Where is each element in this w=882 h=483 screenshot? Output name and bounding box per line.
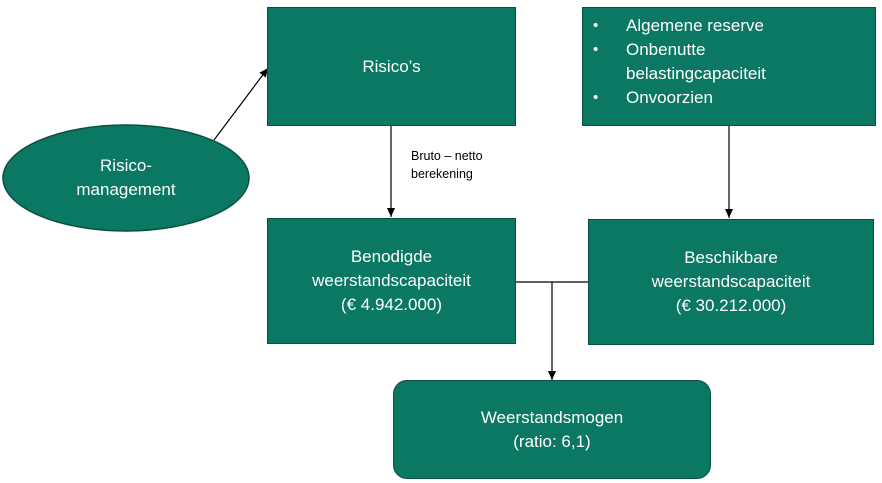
risicomanagement-line2: management [76,180,176,199]
reserves-item-text-cont: belastingcapaciteit [626,64,766,83]
reserves-list: • Algemene reserve • Onbenutte belasting… [583,14,875,110]
risicomanagement-ellipse [2,124,250,232]
benodigd-box: Benodigde weerstandscapaciteit (€ 4.942.… [267,218,516,344]
benodigd-amount: (€ 4.942.000) [340,295,443,314]
reserves-item-text: Onbenutte [626,40,706,59]
reserves-item-text: Onvoorzien [626,88,713,107]
bullet-icon: • [593,41,599,58]
beschikbaar-amount: (€ 30.212.000) [675,296,787,315]
arrow-risicomanagement-to-risicos [213,67,269,141]
benodigd-line2: weerstandscapaciteit [312,271,471,290]
weerstandsmogen-box: Weerstandsmogen (ratio: 6,1) [393,380,711,479]
risicomanagement-line1: Risico- [100,156,152,175]
reserves-box: • Algemene reserve • Onbenutte belasting… [582,7,876,126]
weerstandsmogen-line1: Weerstandsmogen [480,407,624,427]
bullet-icon: • [593,89,599,106]
bruto-netto-line1: Bruto – netto [411,149,483,163]
bruto-netto-label: Bruto – netto berekening [411,147,483,183]
benodigd-line1: Benodigde [350,247,433,266]
risicomanagement-node: Risico- management [3,125,249,231]
bullet-icon: • [593,17,599,34]
bruto-netto-line2: berekening [411,167,473,181]
beschikbaar-line1: Beschikbare [684,248,778,267]
reserves-item-text: Algemene reserve [626,16,764,35]
reserves-item: • Algemene reserve [583,14,875,38]
risicos-box: Risico’s [267,7,516,126]
beschikbaar-line2: weerstandscapaciteit [651,272,811,291]
reserves-item: • Onvoorzien [583,86,875,110]
risicos-label: Risico’s [362,56,421,76]
beschikbaar-box: Beschikbare weerstandscapaciteit (€ 30.2… [588,219,874,345]
weerstandsmogen-ratio: (ratio: 6,1) [513,431,591,451]
reserves-item: • Onbenutte belastingcapaciteit [583,38,875,86]
